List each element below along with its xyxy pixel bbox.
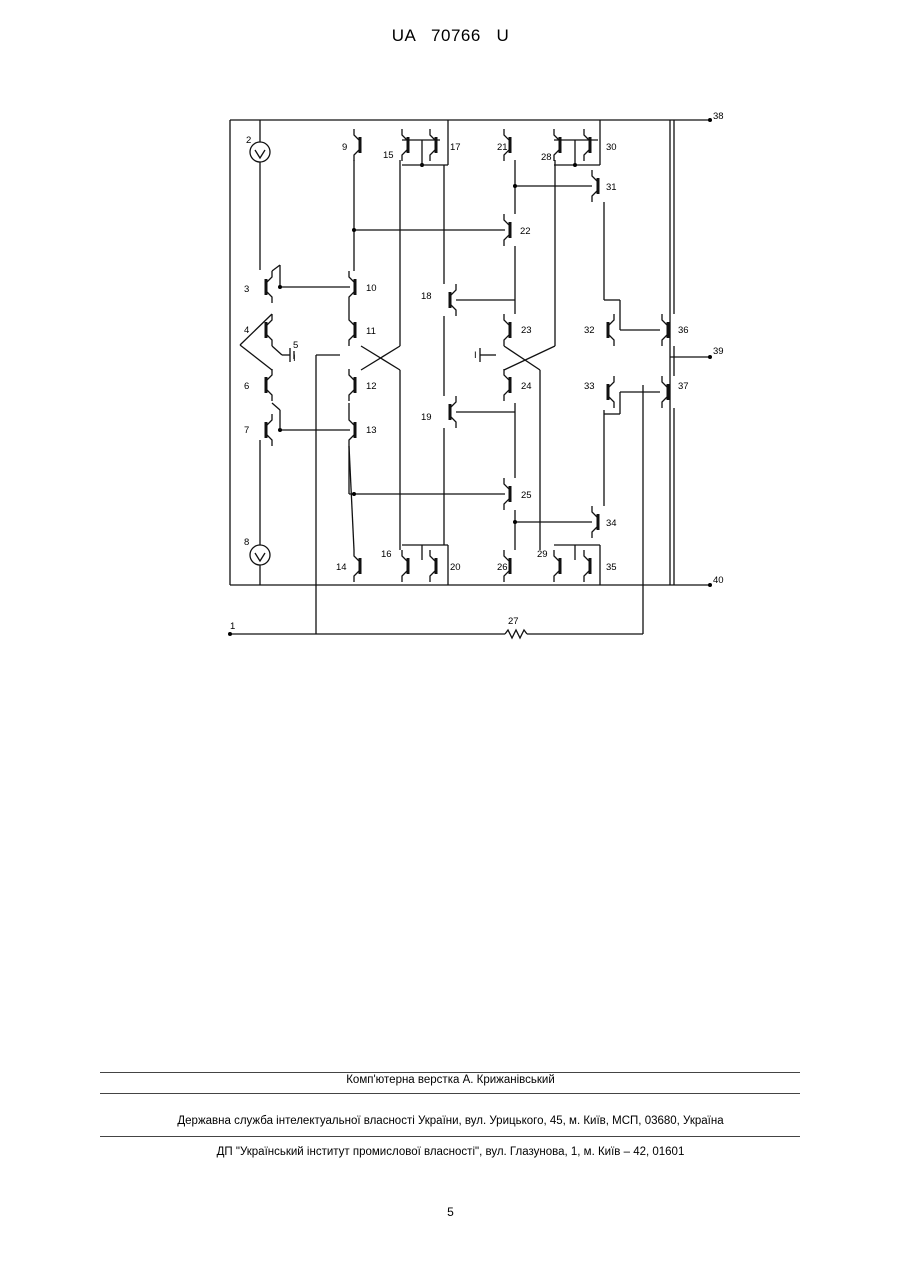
circuit-schematic: 1234567891011121314151617181920212223242… — [0, 0, 901, 700]
component-label-15: 15 — [383, 150, 394, 161]
component-label-28: 28 — [541, 152, 552, 163]
transistor-symbol — [504, 369, 510, 401]
transistor-symbol — [349, 369, 355, 401]
component-label-9: 9 — [342, 142, 347, 153]
component-label-34: 34 — [606, 518, 617, 529]
transistor-symbol — [430, 129, 436, 161]
institute-address: ДП "Український інститут промислової вла… — [0, 1146, 901, 1158]
component-label-2: 2 — [246, 135, 251, 146]
junction-dot — [513, 184, 517, 188]
transistor-symbol — [584, 129, 590, 161]
junction-dot — [708, 118, 712, 122]
component-label-1: 1 — [230, 621, 235, 632]
component-label-39: 39 — [713, 346, 724, 357]
transistor-symbol — [592, 170, 598, 202]
component-label-17: 17 — [450, 142, 461, 153]
component-label-10: 10 — [366, 283, 377, 294]
transistor-symbol — [402, 550, 408, 582]
transistor-symbol — [554, 129, 560, 161]
agency-address: Державна служба інтелектуальної власност… — [0, 1115, 901, 1127]
component-label-14: 14 — [336, 562, 347, 573]
component-label-13: 13 — [366, 425, 377, 436]
schematic-labels: 1234567891011121314151617181920212223242… — [230, 111, 724, 632]
transistor-symbol — [354, 550, 360, 582]
transistor-symbol — [592, 506, 598, 538]
bias-label-right: I — [474, 350, 477, 361]
transistor-symbol — [608, 314, 614, 346]
component-label-7: 7 — [244, 425, 249, 436]
transistor-symbol — [402, 129, 408, 161]
junction-dot — [708, 583, 712, 587]
component-label-6: 6 — [244, 381, 249, 392]
transistor-symbol — [349, 314, 355, 346]
junction-dot — [708, 355, 712, 359]
transistor-symbol — [504, 314, 510, 346]
typesetting-credit: Комп'ютерна верстка А. Крижанівський — [0, 1074, 901, 1086]
component-label-22: 22 — [520, 226, 531, 237]
component-label-19: 19 — [421, 412, 432, 423]
schematic-wire — [240, 345, 272, 370]
component-label-40: 40 — [713, 575, 724, 586]
component-label-21: 21 — [497, 142, 508, 153]
component-label-4: 4 — [244, 325, 249, 336]
footer-divider — [100, 1136, 800, 1137]
transistor-symbol — [450, 284, 456, 316]
schematic-wire — [349, 446, 354, 550]
junction-dot — [352, 492, 356, 496]
component-label-31: 31 — [606, 182, 617, 193]
component-label-20: 20 — [450, 562, 461, 573]
component-label-16: 16 — [381, 549, 392, 560]
footer-divider — [100, 1093, 800, 1094]
schematic-wire — [504, 346, 540, 370]
schematic-wire — [272, 403, 280, 410]
component-label-8: 8 — [244, 537, 249, 548]
component-label-37: 37 — [678, 381, 689, 392]
bias-label-left: I — [293, 353, 296, 364]
component-label-26: 26 — [497, 562, 508, 573]
component-label-27: 27 — [508, 616, 519, 627]
transistor-symbol — [266, 369, 272, 401]
component-label-36: 36 — [678, 325, 689, 336]
transistor-symbol — [266, 271, 272, 303]
footer-divider — [100, 1072, 800, 1073]
schematic-wire — [272, 265, 280, 271]
component-label-12: 12 — [366, 381, 377, 392]
component-label-35: 35 — [606, 562, 617, 573]
transistor-symbol — [450, 396, 456, 428]
page-number: 5 — [0, 1205, 901, 1219]
component-label-23: 23 — [521, 325, 532, 336]
transistor-symbol — [354, 129, 360, 161]
component-label-30: 30 — [606, 142, 617, 153]
current-source-2 — [255, 150, 265, 158]
component-label-32: 32 — [584, 325, 595, 336]
transistor-symbol — [662, 314, 668, 346]
component-label-29: 29 — [537, 549, 548, 560]
transistor-symbol — [430, 550, 436, 582]
resistor-27 — [505, 630, 527, 638]
junction-dot — [513, 520, 517, 524]
component-label-33: 33 — [584, 381, 595, 392]
junction-dot — [352, 228, 356, 232]
junction-dot — [573, 163, 577, 167]
schematic-wire — [504, 346, 555, 370]
transistor-symbol — [266, 414, 272, 446]
current-source-8 — [255, 553, 265, 561]
transistor-symbol — [608, 376, 614, 408]
transistor-symbol — [554, 550, 560, 582]
component-label-25: 25 — [521, 490, 532, 501]
schematic-wires — [228, 118, 712, 638]
component-label-38: 38 — [713, 111, 724, 122]
component-label-24: 24 — [521, 381, 532, 392]
transistor-symbol — [662, 376, 668, 408]
component-label-18: 18 — [421, 291, 432, 302]
schematic-wire — [272, 346, 282, 355]
junction-dot — [228, 632, 232, 636]
component-label-11: 11 — [366, 326, 376, 337]
transistor-symbol — [584, 550, 590, 582]
junction-dot — [278, 285, 282, 289]
component-label-5: 5 — [293, 340, 298, 351]
component-label-3: 3 — [244, 284, 249, 295]
